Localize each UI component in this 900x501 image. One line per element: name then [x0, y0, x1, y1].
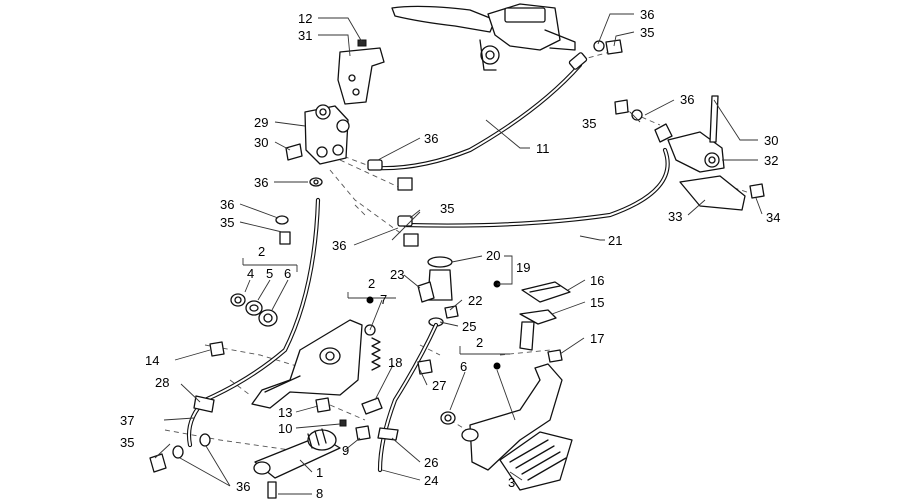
callout-36-left-b: 36 — [220, 197, 234, 212]
callout-6-left: 6 — [284, 266, 291, 281]
callout-25: 25 — [462, 319, 476, 334]
reservoir-hose — [377, 322, 439, 473]
callout-1: 1 — [316, 465, 323, 480]
leader-lines — [154, 13, 763, 495]
callout-2-left: 2 — [258, 244, 265, 259]
washers-set — [230, 293, 278, 327]
brake-switch — [361, 397, 383, 415]
lower-banjo-fitting — [149, 433, 211, 473]
bolt-bottom — [267, 481, 277, 499]
callout-5: 5 — [266, 266, 273, 281]
banjo-fittings — [275, 39, 643, 247]
callout-36-mid: 36 — [424, 131, 438, 146]
callout-16: 16 — [590, 273, 604, 288]
callout-2-center: 2 — [368, 276, 375, 291]
fluid-reservoir — [417, 256, 459, 327]
callout-30-right: 30 — [764, 133, 778, 148]
callout-24: 24 — [424, 473, 438, 488]
rear-master-cylinder — [253, 428, 341, 479]
callout-36-right: 36 — [680, 92, 694, 107]
callout-labels: 12 31 36 35 29 30 36 36 36 35 35 36 11 3… — [120, 7, 780, 501]
small-cap — [209, 341, 225, 357]
callout-36-top: 36 — [640, 7, 654, 22]
callout-19: 19 — [516, 260, 530, 275]
callout-22: 22 — [468, 293, 482, 308]
callout-30-left: 30 — [254, 135, 268, 150]
handlebar-master-cylinder — [391, 3, 576, 71]
callout-37: 37 — [120, 413, 134, 428]
pedal-rubber — [499, 431, 573, 491]
callout-36-center: 36 — [332, 238, 346, 253]
return-spring — [371, 337, 381, 371]
callout-28: 28 — [155, 375, 169, 390]
callout-35-right: 35 — [582, 116, 596, 131]
callout-34: 34 — [766, 210, 780, 225]
callout-35-mid: 35 — [440, 201, 454, 216]
mounting-bracket — [337, 39, 385, 105]
callout-11: 11 — [536, 141, 550, 156]
brake-line-rear — [402, 123, 673, 228]
callout-3: 3 — [508, 475, 515, 490]
pedal-pad — [519, 281, 571, 363]
callout-8: 8 — [316, 486, 323, 501]
callout-15: 15 — [590, 295, 604, 310]
callout-27: 27 — [432, 378, 446, 393]
callout-26: 26 — [424, 455, 438, 470]
callout-4: 4 — [247, 266, 254, 281]
group-markers — [242, 255, 513, 370]
callout-32: 32 — [764, 153, 778, 168]
callout-7: 7 — [380, 292, 387, 307]
callout-12: 12 — [298, 11, 312, 26]
callout-2-right: 2 — [476, 335, 483, 350]
rear-brake-caliper — [667, 95, 765, 211]
callout-6-right: 6 — [460, 359, 467, 374]
brake-pedal-lever — [440, 363, 563, 471]
pedal-bracket — [251, 319, 376, 409]
callout-23: 23 — [390, 267, 404, 282]
callout-35-left: 35 — [220, 215, 234, 230]
callout-36-bottom: 36 — [236, 479, 250, 494]
callout-35-bottom: 35 — [120, 435, 134, 450]
callout-31: 31 — [298, 28, 312, 43]
callout-14: 14 — [145, 353, 159, 368]
callout-17: 17 — [590, 331, 604, 346]
callout-20: 20 — [486, 248, 500, 263]
callout-9: 9 — [342, 443, 349, 458]
callout-33: 33 — [668, 209, 682, 224]
brake-line-left — [186, 197, 321, 448]
callout-10: 10 — [278, 421, 292, 436]
callout-13: 13 — [278, 405, 292, 420]
callout-21: 21 — [608, 233, 622, 248]
callout-35-top: 35 — [640, 25, 654, 40]
brake-splitter-block — [285, 104, 350, 165]
brake-line-upper — [372, 52, 588, 171]
callout-36-left: 36 — [254, 175, 268, 190]
callout-29: 29 — [254, 115, 268, 130]
callout-18: 18 — [388, 355, 402, 370]
